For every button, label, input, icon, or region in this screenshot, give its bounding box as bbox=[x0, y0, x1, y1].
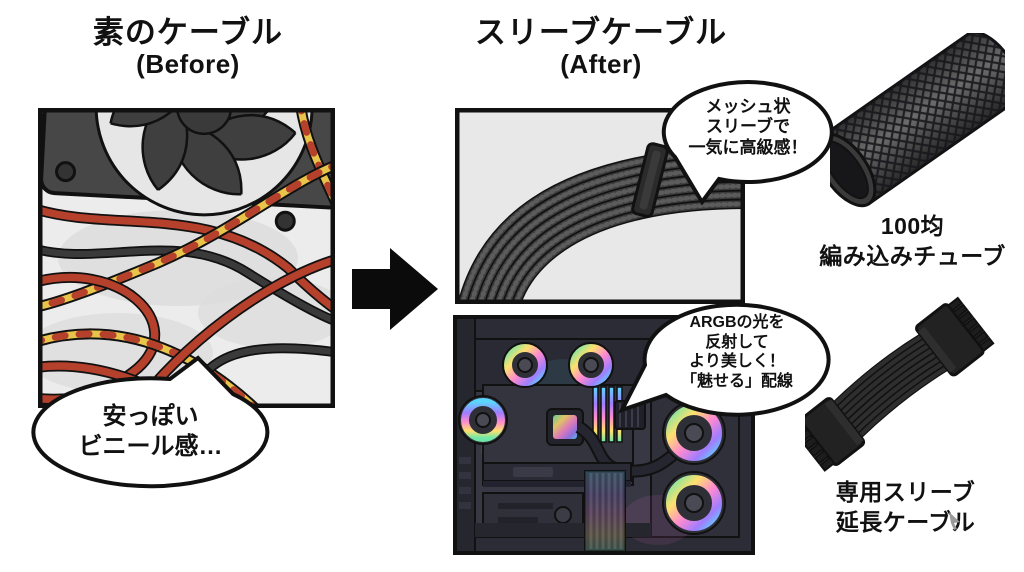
after-title-block: スリーブケーブル (After) bbox=[448, 15, 754, 80]
bubble-sleeve-text: メッシュ状 スリーブで 一気に高級感！ bbox=[688, 97, 808, 157]
bubble-argb-text: ARGBの光を 反射して より美しく！ 「魅せる」配線 bbox=[680, 314, 793, 390]
connector-near bbox=[805, 397, 866, 472]
fan-screw bbox=[55, 161, 77, 183]
after-sleeved-cable-illustration bbox=[455, 108, 745, 304]
case-border bbox=[453, 315, 755, 555]
panel-border bbox=[455, 108, 745, 304]
extension-cable-illustration bbox=[805, 296, 995, 472]
extension-cable bbox=[805, 296, 995, 472]
braided-tube-illustration bbox=[830, 33, 1005, 208]
fan-screw bbox=[274, 210, 296, 232]
rgb-fans bbox=[458, 342, 726, 535]
before-subtitle: (Before) bbox=[136, 49, 240, 80]
after-pc-interior-illustration bbox=[453, 315, 755, 555]
tube-label: 100均 編み込みチューブ bbox=[819, 213, 1006, 269]
bubble-cheap-text: 安っぽい ビニール感… bbox=[78, 403, 223, 460]
cable-comb-clip bbox=[631, 142, 669, 218]
bubble-argb bbox=[617, 302, 831, 417]
vertical-cable-bundle bbox=[584, 470, 626, 552]
bubble-cheap bbox=[31, 355, 270, 489]
case-fan bbox=[39, 108, 335, 232]
extension-cable-label: 専用スリーブ 延長ケーブル bbox=[835, 479, 976, 535]
sleeved-wires bbox=[831, 333, 950, 439]
mesh-tube bbox=[830, 33, 1005, 208]
after-subtitle: (After) bbox=[560, 49, 642, 80]
connector-far bbox=[915, 296, 995, 377]
after-title: スリーブケーブル bbox=[474, 15, 728, 50]
cpu-waterblock bbox=[546, 408, 584, 446]
transform-arrow-icon bbox=[352, 248, 438, 330]
before-illustration bbox=[38, 108, 335, 408]
bubble-sleeve bbox=[661, 80, 834, 206]
before-title: 素のケーブル bbox=[92, 15, 284, 50]
before-title-block: 素のケーブル (Before) bbox=[38, 15, 338, 80]
cursor-artifact-icon bbox=[949, 512, 960, 530]
